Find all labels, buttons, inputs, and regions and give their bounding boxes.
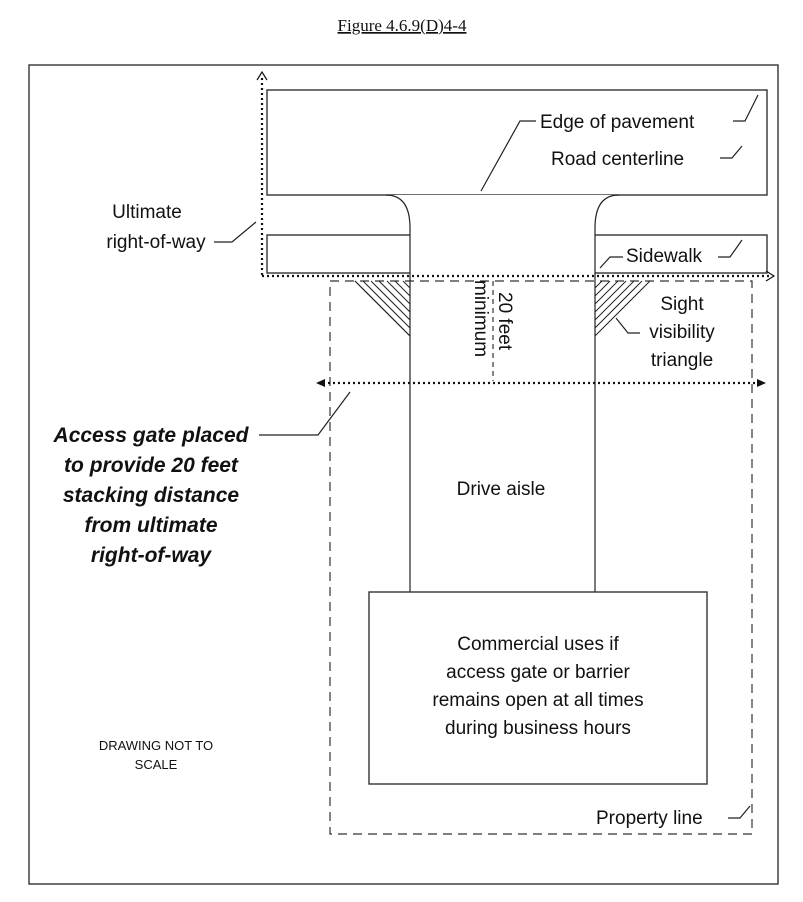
gate-arrow-left	[316, 379, 325, 387]
outer-frame	[28, 64, 779, 885]
property-line	[329, 280, 753, 835]
driveway-curb-right	[594, 194, 620, 592]
label-setback: 20 feet minimum	[470, 280, 515, 357]
driveway-curb-left	[385, 194, 411, 592]
leader-access-gate	[259, 391, 351, 436]
label-sight-3: triangle	[651, 350, 713, 371]
label-ultimate-row-1: Ultimate	[112, 202, 182, 223]
label-gate-4: from ultimate	[84, 514, 217, 537]
label-road-centerline: Road centerline	[551, 149, 684, 170]
label-sight-1: Sight	[660, 294, 704, 315]
label-sidewalk: Sidewalk	[626, 246, 703, 267]
road-pavement	[266, 89, 768, 196]
label-drive-aisle: Drive aisle	[457, 479, 546, 500]
gate-arrow-right	[757, 379, 766, 387]
leader-ultimate-row	[214, 221, 257, 243]
leader-property-line	[728, 805, 751, 819]
sight-triangle-right	[594, 280, 651, 337]
leader-edge-of-pavement	[480, 120, 536, 192]
label-sight-2: visibility	[649, 322, 715, 343]
label-ultimate-row-2: right-of-way	[106, 232, 206, 253]
leader-sidewalk-right	[718, 239, 743, 258]
label-edge-of-pavement: Edge of pavement	[540, 112, 695, 133]
driveway-opening	[386, 195, 619, 275]
label-commercial-4: during business hours	[445, 718, 631, 739]
label-gate-3: stacking distance	[63, 484, 240, 507]
commercial-building	[368, 591, 708, 785]
label-commercial-2: access gate or barrier	[446, 662, 630, 683]
leader-road-centerline	[720, 145, 743, 159]
label-property-line: Property line	[596, 808, 703, 829]
label-gate-5: right-of-way	[91, 544, 212, 567]
label-scale-1: DRAWING NOT TO	[99, 738, 213, 753]
label-commercial-1: Commercial uses if	[457, 634, 619, 655]
figure-title: Figure 4.6.9(D)4-4	[338, 16, 467, 35]
label-commercial-3: remains open at all times	[432, 690, 643, 711]
label-scale-2: SCALE	[135, 757, 178, 772]
label-gate-2: to provide 20 feet	[64, 454, 239, 477]
row-arrow-right	[765, 270, 776, 282]
leader-pavement-right	[733, 94, 759, 122]
leader-sidewalk-left	[599, 256, 623, 269]
leader-sight-triangle	[615, 317, 640, 334]
label-setback-2: minimum	[470, 280, 491, 357]
label-setback-1: 20 feet	[494, 292, 515, 351]
label-gate-1: Access gate placed	[53, 424, 250, 447]
row-arrow-top	[256, 70, 268, 81]
sight-triangle-left	[354, 280, 411, 337]
